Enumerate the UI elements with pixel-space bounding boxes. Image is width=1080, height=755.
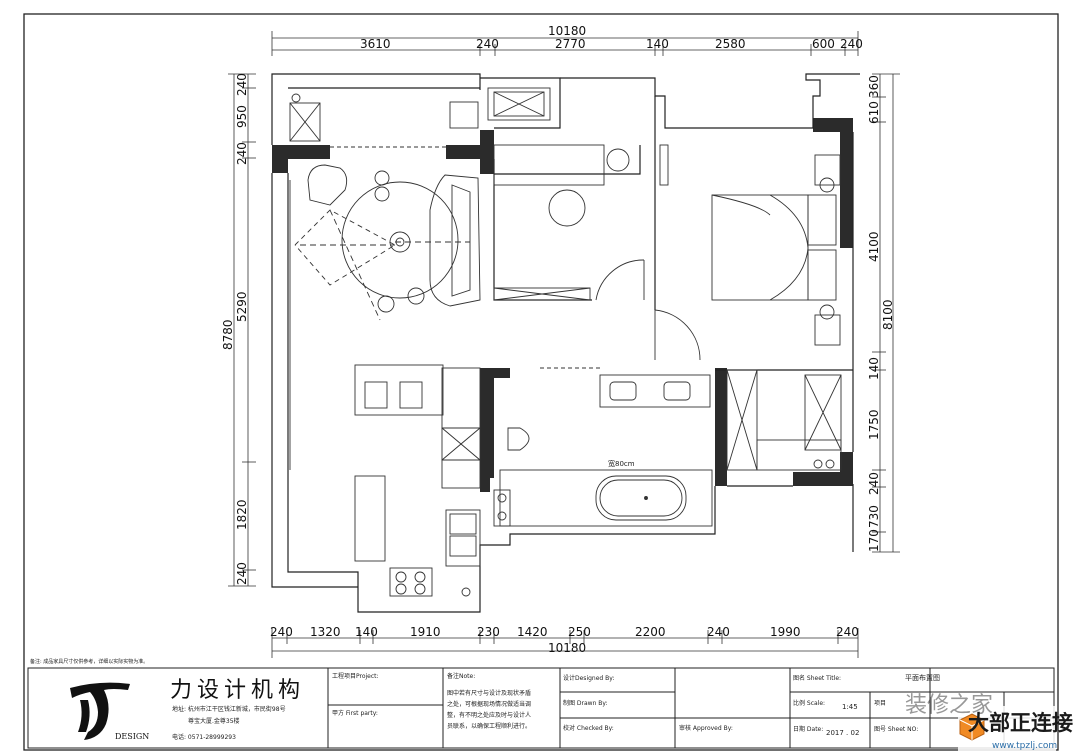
bedroom [654,154,841,361]
date-value: 2017 . 02 [826,729,859,737]
bottom-dim-4: 1910 [410,625,441,639]
first-party-label: 甲方 First party: [332,709,378,717]
project-label: 工程项目Project: [332,672,379,680]
bottom-dim-7: 250 [568,625,591,639]
bottom-dim-10: 1990 [770,625,801,639]
notes-line-2: 之处，可根据现场情况做适当调 [447,700,531,708]
firm-name: 力设计机构 [170,678,305,703]
top-dim-6: 600 [812,37,835,51]
left-total-dim: 8780 [221,319,235,350]
top-dim-2: 240 [476,37,499,51]
top-dim-7: 240 [840,37,863,51]
watermark: 装修之家 大部正连接 www.tpzlj.com [905,693,1073,751]
top-dim-3: 2770 [555,37,586,51]
right-dim-3: 4100 [867,231,881,262]
left-dim-6: 240 [235,562,249,585]
left-dim-2: 950 [235,105,249,128]
top-dim-1: 3610 [360,37,391,51]
checked-by-label: 校对 Checked By: [563,724,614,732]
top-dimension-chain [271,31,859,56]
footnote: 备注: 成品家具尺寸仅供参考，详细以实际实物为准。 [30,658,148,665]
bathtub-width-note: 宽80cm [608,459,635,468]
approved-by-label: 审核 Approved By: [679,724,733,732]
item-label: 项目 [874,700,886,707]
bottom-dim-5: 230 [477,625,500,639]
sheet-title: 平面布置图 [905,673,940,682]
bottom-dim-1: 240 [270,625,293,639]
walls [272,118,853,492]
scale-label: 比例 Scale: [793,699,825,707]
notes-line-4: 员联系，以确保工程顺利进行。 [447,722,531,730]
sheet-border [23,13,1059,751]
right-dim-6: 240 [867,472,881,495]
designed-by-label: 设计Designed By: [563,674,614,682]
notes-line-1: 图中若有尺寸与设计及现状矛盾 [447,689,531,697]
notes-line-3: 整，有不明之处应及时与设计人 [447,711,531,719]
dining-kitchen [289,180,481,597]
bottom-dim-3: 140 [355,625,378,639]
right-total-dim: 8100 [881,299,895,330]
right-dim-7: 730 [867,505,881,528]
study-room [493,144,669,301]
firm-address-2: 尊宝大厦.金尊35楼 [188,717,240,725]
date-label: 日期 Date: [793,725,823,733]
sheet-no-label: 图号 Sheet NO: [874,726,918,733]
right-dimension-chain [872,73,900,553]
living-area [294,164,481,321]
design-label: DESIGN [115,732,149,741]
left-dimension-chain [228,73,256,587]
right-dim-1: 360 [867,75,881,98]
closets [726,369,842,471]
balcony [289,93,479,148]
top-dim-5: 2580 [715,37,746,51]
watermark-cn: 装修之家 [905,693,993,718]
left-dim-1: 240 [235,73,249,96]
bottom-dimension-chain [271,628,859,658]
scale-value: 1:45 [842,703,858,711]
wall-lines [271,73,860,613]
bottom-dim-9: 240 [707,625,730,639]
bottom-dim-2: 1320 [310,625,341,639]
right-dim-4: 140 [867,357,881,380]
notes-label: 备注Note: [447,672,475,680]
shaft [487,87,551,121]
left-dim-4: 5290 [235,291,249,322]
watermark-brand: 大部正连接 [968,711,1073,735]
bottom-dim-8: 2200 [635,625,666,639]
top-total-dim: 10180 [548,24,586,38]
firm-address-1: 地址: 杭州市江干区钱江新城，市民街98号 [172,705,286,713]
right-dim-2: 610 [867,101,881,124]
right-dim-8: 170 [867,529,881,552]
drawn-by-label: 制图 Drawn By: [563,699,608,707]
bottom-dim-11: 240 [836,625,859,639]
firm-logo-icon [70,682,130,740]
right-dim-5: 1750 [867,409,881,440]
watermark-url: www.tpzlj.com [992,741,1057,751]
top-dim-4: 140 [646,37,669,51]
left-dim-5: 1820 [235,499,249,530]
left-dim-3: 240 [235,142,249,165]
bottom-dim-6: 1420 [517,625,548,639]
bathroom [493,367,713,527]
firm-phone: 电话: 0571-28999293 [172,733,236,741]
sheet-title-label: 图名 Sheet Title: [793,674,841,682]
bottom-total-dim: 10180 [548,641,586,655]
